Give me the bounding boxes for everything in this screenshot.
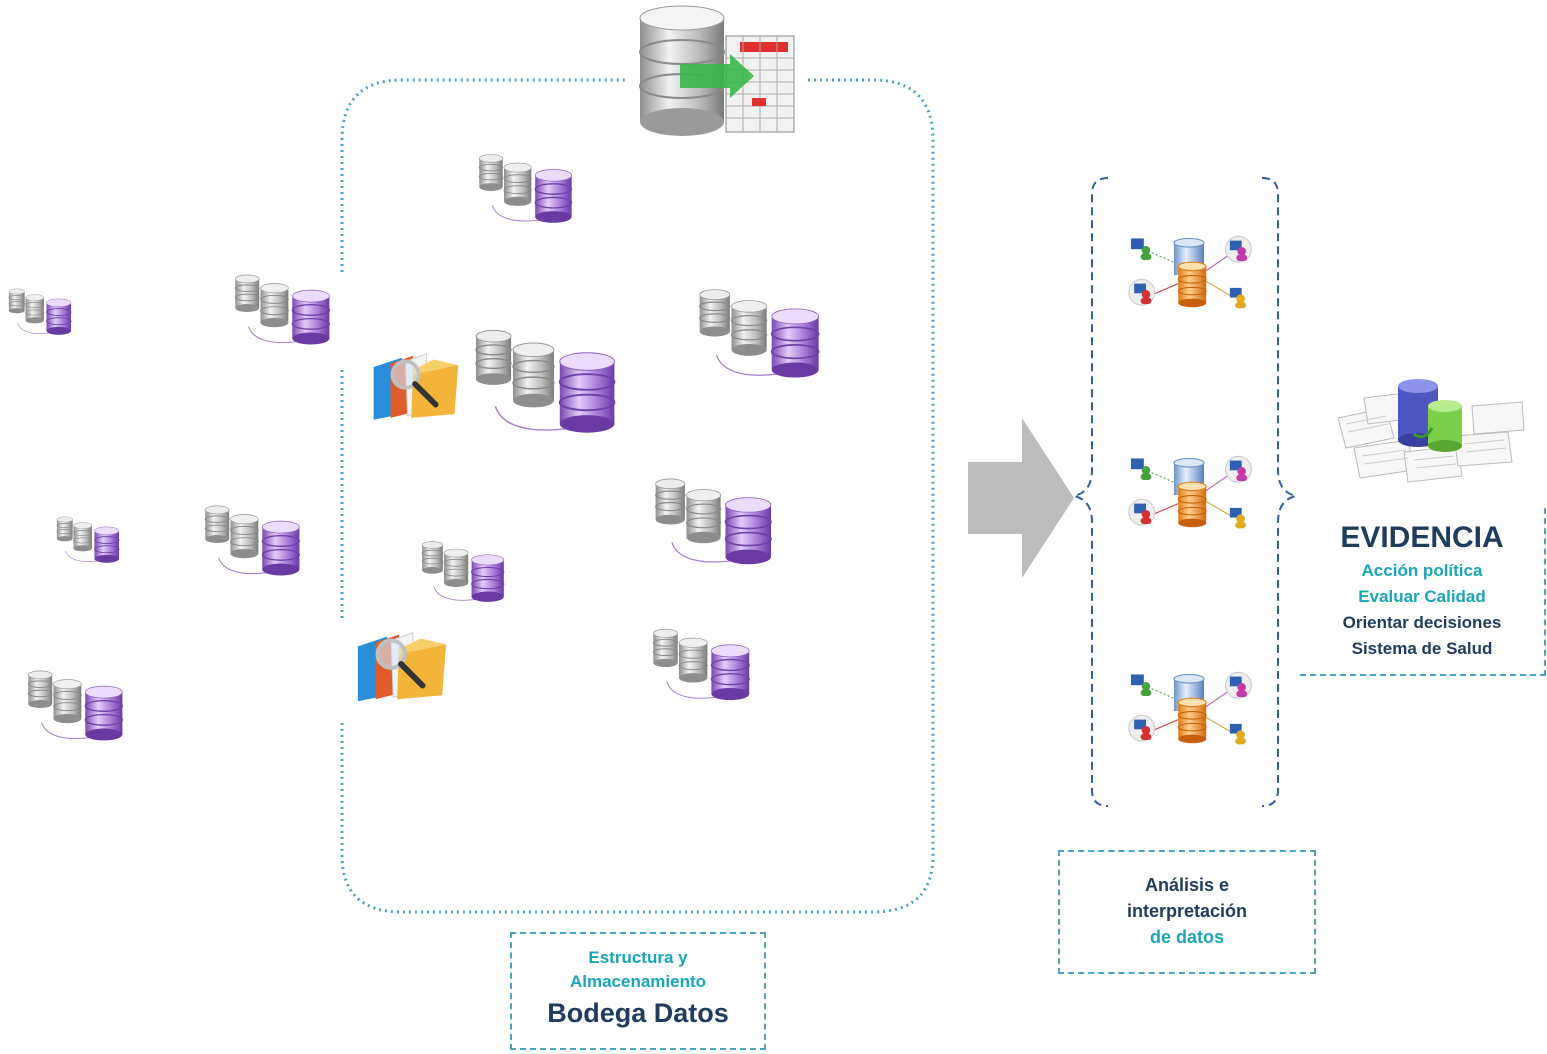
- warehouse-line1: Estructura y: [588, 948, 688, 967]
- network-database-icon: [1124, 452, 1254, 538]
- analysis-line1: Análisis e: [1144, 875, 1230, 895]
- network-database-icon: [1124, 668, 1254, 754]
- process-arrow: [968, 418, 1074, 578]
- database-cluster-icon: [8, 287, 78, 337]
- evidence-title: EVIDENCIA: [1340, 521, 1504, 554]
- analysis-line3: de datos: [1149, 927, 1224, 947]
- database-cluster-icon: [27, 668, 133, 744]
- analysis-line2: interpretación: [1126, 901, 1248, 921]
- evidence-item: Acción política: [1361, 561, 1483, 580]
- database-cluster-icon: [698, 287, 832, 381]
- folder-search-icon: [368, 346, 462, 422]
- database-cluster-icon: [652, 627, 760, 703]
- analysis-label-box: Análisis e interpretación de datos: [1058, 850, 1316, 974]
- network-database-icon: [1124, 232, 1254, 318]
- analysis-bracket: [1073, 177, 1297, 807]
- database-cluster-icon: [478, 152, 582, 226]
- warehouse-title: Bodega Datos: [547, 998, 729, 1028]
- database-cluster-icon: [234, 272, 340, 348]
- database-cluster-icon: [204, 503, 310, 579]
- database-cluster-icon: [56, 515, 126, 565]
- warehouse-label-box: Estructura y Almacenamiento Bodega Datos: [510, 932, 766, 1050]
- evidence-item: Evaluar Calidad: [1358, 587, 1486, 606]
- database-cluster-icon: [474, 326, 630, 438]
- data-warehouse-icon: [639, 5, 795, 136]
- evidence-label-box: EVIDENCIA Acción política Evaluar Calida…: [1300, 508, 1546, 676]
- database-cluster-icon: [421, 540, 513, 604]
- evidence-item: Orientar decisiones: [1342, 613, 1502, 632]
- folder-search-icon: [352, 624, 450, 704]
- database-cluster-icon: [654, 476, 784, 568]
- warehouse-line2: Almacenamiento: [569, 972, 707, 991]
- evidence-item: Sistema de Salud: [1351, 639, 1493, 658]
- evidence-database-icon: [1337, 379, 1525, 483]
